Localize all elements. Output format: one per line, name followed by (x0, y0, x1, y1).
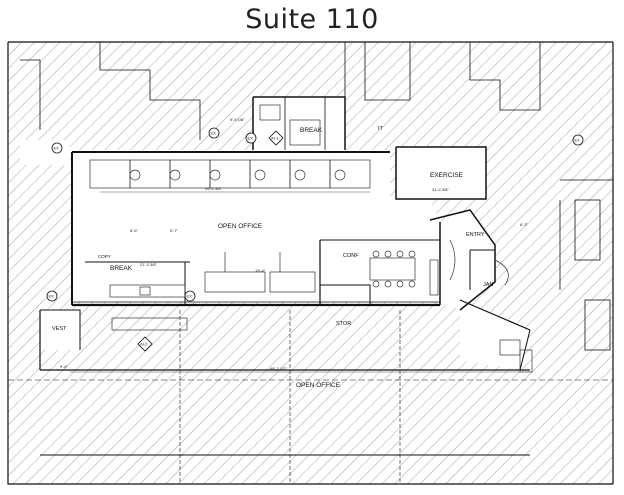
dim-31: 31'-4 3/8" (432, 187, 449, 192)
room-break-top: BREAK (300, 127, 323, 134)
tag-ex-5: EX (187, 294, 193, 299)
tag-ex-2: EX (211, 131, 217, 136)
tag-ai1: AI-1 (271, 136, 279, 141)
room-it: IT (378, 126, 384, 132)
room-jan: JAN (483, 282, 493, 288)
room-labels: OPEN OFFICE BREAK IT EXERCISE ENTRY CONF… (52, 126, 493, 389)
floor-plan: OPEN OFFICE BREAK IT EXERCISE ENTRY CONF… (7, 41, 614, 485)
room-open-office-lower: OPEN OFFICE (296, 382, 341, 389)
dim-49: 49'-4 3/8" (205, 186, 222, 191)
tag-ex-4: EX (49, 294, 55, 299)
conference-table (369, 250, 439, 296)
dim-19: 19'-4" (255, 268, 266, 273)
dim-5: 5'-7" (170, 228, 179, 233)
tag-ai2: AI-2 (140, 342, 148, 347)
tag-ex-3: EX (248, 136, 254, 141)
break-fixtures (109, 104, 321, 331)
tag-ex-1: EX (54, 146, 60, 151)
suite-interior (20, 97, 530, 370)
room-conf: CONF (343, 253, 359, 259)
entry-features (449, 239, 533, 373)
dim-21: 21'-3 3/8" (140, 262, 157, 267)
room-exercise: EXERCISE (430, 172, 464, 179)
dim-68: 68'-3 1/2" (270, 366, 287, 371)
tag-ex-6: EX (575, 138, 581, 143)
room-copy: COPY (98, 254, 111, 259)
page-title: Suite 110 (245, 4, 379, 35)
room-stor: STOR (336, 321, 351, 327)
tags: EX EX EX EX EX EX AI-1 AI-2 (46, 127, 584, 352)
workstations (89, 159, 371, 293)
room-vest: VEST (52, 326, 67, 332)
dim-9b: 9'-6" (60, 364, 69, 369)
room-entry: ENTRY (466, 232, 485, 238)
dim-8: 8'-6" (130, 228, 139, 233)
room-open-office: OPEN OFFICE (218, 223, 263, 230)
room-break-left: BREAK (110, 265, 133, 272)
dim-6: 6'-2" (520, 222, 529, 227)
dim-9: 9'-5 1/8" (230, 117, 245, 122)
walls (7, 41, 614, 485)
dimensions: 49'-4 3/8" 19'-4" 68'-3 1/2" 9'-5 1/8" 3… (60, 117, 529, 373)
